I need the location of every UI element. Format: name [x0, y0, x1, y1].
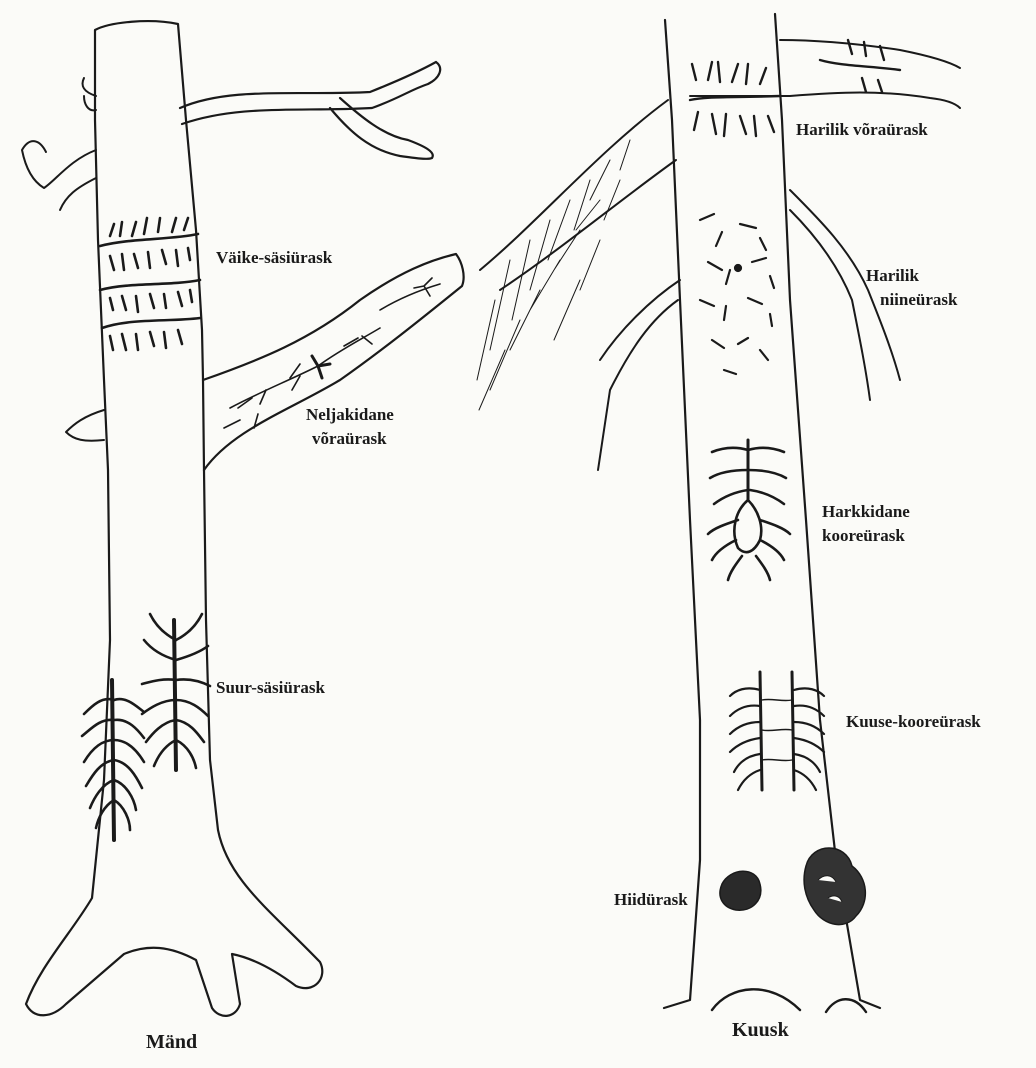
label-harkkidane-line1: Harkkidane: [822, 502, 910, 522]
label-kuuse-kooreurask: Kuuse-kooreürask: [846, 712, 981, 732]
harilik-niineurask-gallery: [700, 214, 774, 374]
label-neljakidane-line1: Neljakidane: [306, 405, 394, 425]
pine-tree: [22, 21, 464, 1016]
pine-stub-mid: [66, 410, 104, 441]
harkkidane-kooreurask-gallery: [708, 440, 790, 580]
label-harilik-voraurask: Harilik võraürask: [796, 120, 928, 140]
label-harilik-niineurask-line1: Harilik: [866, 266, 919, 286]
spruce-left-branch: [598, 280, 680, 470]
spruce-roots: [712, 989, 866, 1012]
label-pine-name: Mänd: [146, 1032, 197, 1052]
label-hiidurask: Hiidürask: [614, 890, 688, 910]
vaike-sasiurask-gallery: [100, 218, 200, 350]
label-spruce-name: Kuusk: [732, 1020, 789, 1040]
hiidurask-patches: [720, 848, 865, 925]
spruce-foliage-branch: [477, 100, 676, 410]
label-neljakidane-line2: võraürask: [312, 429, 387, 449]
label-harkkidane-line2: kooreürask: [822, 526, 905, 546]
pine-stub-left: [22, 141, 96, 210]
pine-upper-branch: [180, 62, 440, 159]
kuuse-kooreurask-gallery: [730, 672, 824, 790]
label-vaike-sasiurask: Väike-säsiürask: [216, 248, 332, 268]
label-harilik-niineurask-line2: niineürask: [880, 290, 957, 310]
pine-trunk-outline: [26, 21, 322, 1016]
label-suur-sasiurask: Suur-säsiürask: [216, 678, 325, 698]
